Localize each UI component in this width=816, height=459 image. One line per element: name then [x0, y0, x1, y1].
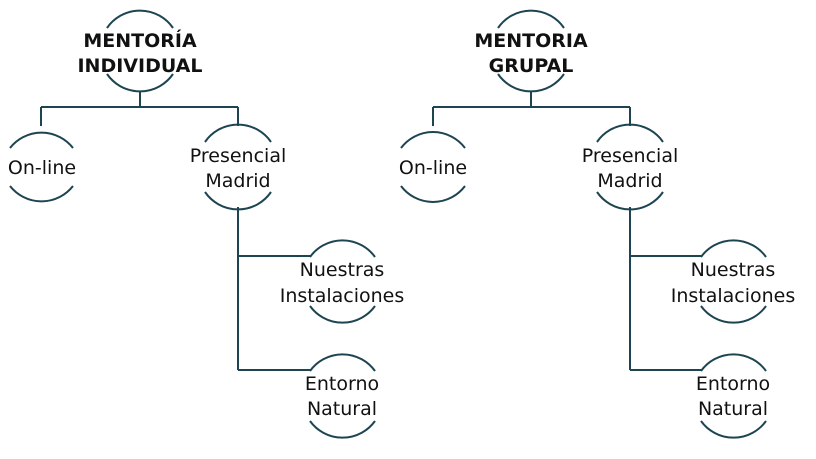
node-label-line1: Entorno: [696, 373, 770, 395]
node-arc-bottom: [204, 191, 272, 211]
node-arc-top: [400, 131, 466, 149]
root-node-individual: MENTORÍA INDIVIDUAL: [77, 9, 203, 93]
node-presencial-individual: Presencial Madrid: [190, 123, 286, 211]
node-online-individual: On-line: [8, 131, 76, 203]
root-node-grupal: MENTORIA GRUPAL: [474, 9, 588, 93]
root-title-line2: INDIVIDUAL: [77, 55, 202, 77]
node-arc-bottom: [497, 73, 565, 93]
node-entorno-individual: Entorno Natural: [305, 353, 379, 439]
node-arc-bottom: [700, 420, 767, 439]
node-presencial-grupal: Presencial Madrid: [582, 123, 678, 211]
node-online-grupal: On-line: [399, 131, 467, 203]
node-arc-top: [497, 9, 565, 29]
node-arc-bottom: [596, 191, 664, 211]
node-arc-bottom: [700, 305, 767, 324]
connectors-grupal: [432, 92, 701, 371]
tree-individual: MENTORÍA INDIVIDUAL On-line Presencial M…: [8, 9, 405, 439]
node-instalaciones-grupal: Nuestras Instalaciones: [671, 239, 796, 324]
node-arc-top: [309, 353, 376, 372]
root-title-line2: GRUPAL: [489, 55, 574, 77]
node-arc-top: [9, 131, 74, 149]
node-label-line2: Instalaciones: [280, 285, 405, 307]
node-arc-top: [700, 239, 767, 258]
tree-grupal: MENTORIA GRUPAL On-line Presencial Madri…: [399, 9, 796, 439]
node-label-line2: Madrid: [597, 170, 662, 192]
node-label: On-line: [8, 157, 76, 179]
node-label-line1: Nuestras: [691, 259, 776, 281]
root-title-line1: MENTORIA: [474, 30, 588, 52]
root-title-line1: MENTORÍA: [83, 29, 197, 52]
node-label-line1: Nuestras: [300, 259, 385, 281]
node-arc-bottom: [106, 73, 174, 93]
node-entorno-grupal: Entorno Natural: [696, 353, 770, 439]
node-arc-bottom: [309, 420, 376, 439]
node-label-line1: Entorno: [305, 373, 379, 395]
connectors-individual: [40, 92, 310, 371]
node-label-line1: Presencial: [582, 145, 678, 167]
node-instalaciones-individual: Nuestras Instalaciones: [280, 239, 405, 324]
node-label-line2: Natural: [307, 398, 377, 420]
node-label-line1: Presencial: [190, 145, 286, 167]
node-arc-top: [204, 123, 272, 143]
node-arc-bottom: [9, 185, 74, 203]
node-label-line2: Instalaciones: [671, 285, 796, 307]
node-arc-top: [596, 123, 664, 143]
node-label-line2: Madrid: [205, 170, 270, 192]
node-label-line2: Natural: [698, 398, 768, 420]
node-arc-bottom: [309, 305, 376, 324]
node-arc-top: [106, 9, 174, 29]
node-label: On-line: [399, 157, 467, 179]
node-arc-bottom: [400, 185, 466, 203]
node-arc-top: [700, 353, 767, 372]
node-arc-top: [309, 239, 376, 258]
